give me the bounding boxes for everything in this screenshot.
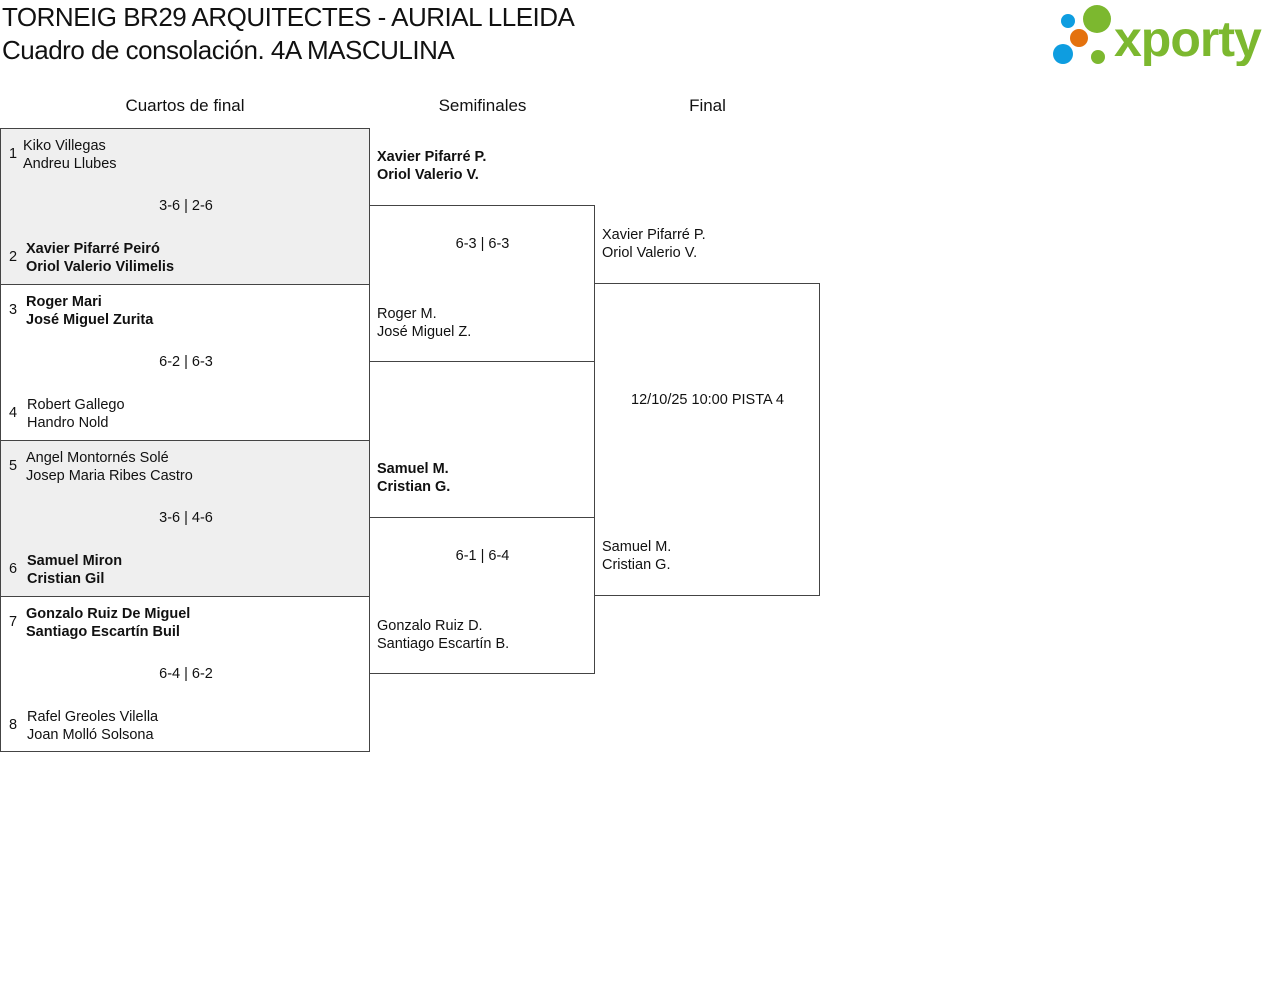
semifinal-match-2[interactable]: 6-1 | 6-4 Gonzalo Ruiz D. Santiago Escart… [369,517,595,674]
player-name: Gonzalo Ruiz D. [377,618,483,634]
semifinal-1-team-a: Xavier Pifarré P. Oriol Valerio V. [377,148,486,184]
seed-number: 5 [9,458,18,474]
match-score: 3-6 | 2-6 [159,198,213,214]
player-name: Rafel Greoles Vilella [27,709,159,725]
match-score: 3-6 | 4-6 [159,510,213,526]
player-name: Xavier Pifarré P. [377,149,487,165]
player-name: Roger Mari [26,294,102,310]
player-name: Joan Molló Solsona [27,727,154,743]
match-score: 6-3 | 6-3 [455,236,510,252]
match-score: 6-2 | 6-3 [159,354,213,370]
player-name: Josep Maria Ribes Castro [26,468,193,484]
draw-subtitle: Cuadro de consolación. 4A MASCULINA [2,35,455,65]
xporty-logo: xporty [1052,4,1277,67]
player-name: Gonzalo Ruiz De Miguel [26,606,191,622]
tournament-title: TORNEIG BR29 ARQUITECTES - AURIAL LLEIDA [2,2,575,32]
player-name: Oriol Valerio Vilimelis [26,259,175,275]
player-name: Samuel Miron [27,553,123,569]
semifinal-1-team-b: Roger M. José Miguel Z. [377,305,471,341]
final-team-a: Xavier Pifarré P. Oriol Valerio V. [602,226,706,262]
final-match[interactable]: 12/10/25 10:00 PISTA 4 Samuel M. Cristian… [594,283,820,596]
player-name: Santiago Escartín Buil [26,624,180,640]
match-schedule: 12/10/25 10:00 PISTA 4 [631,392,784,408]
round-header-final: Final [689,96,726,115]
player-name: Cristian G. [377,479,451,495]
player-name: José Miguel Zurita [26,312,154,328]
seed-number: 7 [9,614,18,630]
player-name: Roger M. [377,306,437,322]
seed-number: 2 [9,249,18,265]
round-header-quarterfinals: Cuartos de final [125,96,245,115]
player-name: José Miguel Z. [377,324,472,340]
player-name: Santiago Escartín B. [377,636,510,652]
player-name: Angel Montornés Solé [26,450,169,466]
player-name: Samuel M. [602,539,672,555]
seed-number: 1 [9,146,18,162]
player-name: Handro Nold [27,415,109,431]
semifinal-match-1[interactable]: 6-3 | 6-3 Roger M. José Miguel Z. [369,205,595,362]
round-header-semifinals: Semifinales [438,96,527,115]
player-name: Kiko Villegas [23,138,106,154]
match-score: 6-1 | 6-4 [455,548,510,564]
seed-number: 8 [9,717,18,733]
seed-number: 6 [9,561,18,577]
player-name: Oriol Valerio V. [377,167,479,183]
svg-text:xporty: xporty [1114,11,1262,66]
final-team-b: Samuel M. Cristian G. [602,538,671,574]
player-name: Xavier Pifarré P. [602,227,706,243]
player-name: Robert Gallego [27,397,125,413]
semifinal-2-team-a: Samuel M. Cristian G. [377,460,450,496]
match-score: 6-4 | 6-2 [159,666,213,682]
player-name: Samuel M. [377,461,449,477]
semifinal-2-team-b: Gonzalo Ruiz D. Santiago Escartín B. [377,617,509,653]
player-name: Cristian Gil [27,571,105,587]
player-name: Cristian G. [602,557,671,573]
seed-number: 4 [9,405,18,421]
player-name: Xavier Pifarré Peiró [26,241,160,257]
player-name: Oriol Valerio V. [602,245,698,261]
seed-number: 3 [9,302,18,318]
player-name: Andreu Llubes [23,156,117,172]
